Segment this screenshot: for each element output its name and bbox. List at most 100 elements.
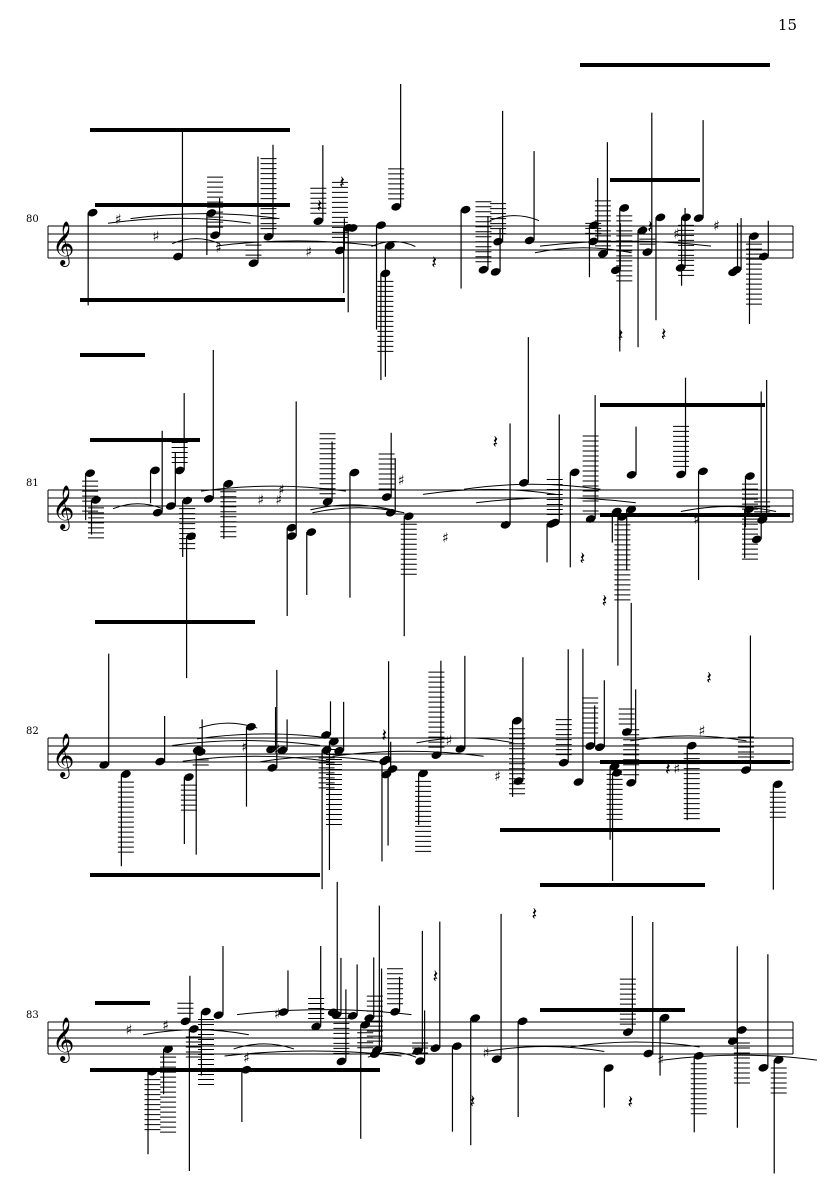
notehead — [195, 748, 206, 756]
notehead — [213, 1011, 224, 1019]
notehead — [643, 1049, 654, 1058]
notehead — [379, 757, 389, 766]
notehead — [470, 1014, 481, 1022]
notehead — [585, 515, 596, 523]
tie — [260, 756, 379, 763]
notehead — [757, 516, 768, 524]
notehead — [381, 770, 392, 779]
page-number: 15 — [777, 16, 797, 34]
notehead — [150, 466, 160, 475]
notehead — [360, 1020, 371, 1029]
treble-clef-icon: 𝄞 — [52, 733, 74, 779]
sharp-icon: ♯ — [494, 769, 501, 785]
notehead — [493, 237, 503, 246]
notehead — [728, 268, 738, 277]
rest-icon: 𝄽 — [706, 668, 712, 689]
notehead — [603, 1064, 614, 1072]
sharp-icon: ♯ — [673, 226, 680, 242]
notehead — [569, 468, 580, 477]
tie — [143, 1029, 249, 1036]
notehead — [391, 203, 402, 211]
tie — [534, 247, 632, 254]
notehead — [184, 773, 194, 781]
tie — [172, 740, 321, 747]
notehead — [612, 769, 622, 777]
rest-icon: 𝄽 — [381, 725, 387, 746]
notehead — [681, 213, 691, 222]
tie — [680, 506, 777, 513]
sharp-icon: ♯ — [215, 240, 222, 256]
rest-icon: 𝄽 — [470, 1091, 476, 1112]
notehead — [573, 778, 584, 786]
notehead — [403, 512, 414, 521]
rest-icon: 𝄽 — [431, 252, 437, 273]
sharp-icon: ♯ — [274, 1006, 281, 1022]
notehead — [203, 495, 214, 503]
notehead — [372, 1046, 382, 1054]
notehead — [91, 496, 101, 504]
tie — [198, 722, 258, 729]
tie — [570, 1041, 700, 1048]
tie — [476, 497, 636, 504]
sharp-icon: ♯ — [699, 724, 706, 740]
notehead — [611, 507, 622, 516]
notehead — [99, 761, 110, 769]
notehead — [415, 1057, 425, 1065]
notehead — [165, 502, 176, 510]
notehead — [626, 779, 637, 787]
notehead — [182, 496, 193, 505]
sharp-icon: ♯ — [442, 531, 449, 547]
notehead — [246, 723, 256, 731]
notehead — [758, 1063, 769, 1072]
rest-icon: 𝄽 — [647, 217, 653, 238]
notehead — [431, 751, 442, 759]
tie — [367, 1051, 417, 1058]
notehead — [201, 1007, 211, 1016]
rest-icon: 𝄽 — [602, 591, 608, 612]
rest-icon: 𝄽 — [580, 549, 586, 570]
tie — [200, 485, 346, 492]
notehead — [452, 1042, 462, 1050]
tie — [371, 241, 416, 247]
notehead — [517, 1017, 528, 1026]
sharp-icon: ♯ — [278, 482, 285, 498]
rest-icon: 𝄽 — [339, 172, 345, 193]
rest-icon: 𝄽 — [433, 966, 439, 987]
notehead — [147, 1067, 158, 1076]
notehead — [727, 1037, 738, 1045]
notehead — [313, 217, 324, 225]
sharp-icon: ♯ — [126, 1023, 133, 1039]
sharp-icon: ♯ — [305, 244, 312, 260]
rest-icon: 𝄽 — [317, 196, 323, 217]
notehead — [189, 1025, 199, 1033]
notehead — [524, 236, 535, 245]
notehead — [490, 268, 501, 276]
notehead — [698, 467, 708, 476]
notehead — [186, 532, 196, 541]
notehead — [286, 532, 297, 540]
notehead — [589, 221, 599, 230]
notehead — [749, 232, 759, 240]
tie — [310, 504, 393, 511]
notehead — [455, 745, 466, 753]
notehead — [87, 208, 98, 217]
notehead — [478, 265, 489, 274]
measure-number-82: 82 — [26, 726, 39, 737]
notehead — [642, 248, 653, 256]
notehead — [758, 252, 769, 261]
sharp-icon: ♯ — [673, 762, 680, 778]
notehead — [311, 1022, 322, 1031]
tie — [107, 217, 251, 224]
notehead — [626, 505, 637, 514]
notehead — [85, 469, 95, 477]
notehead — [223, 479, 234, 488]
notehead — [327, 1008, 338, 1017]
treble-clef-icon: 𝄞 — [52, 1017, 74, 1063]
sharp-icon: ♯ — [243, 1050, 250, 1066]
staff-lines — [47, 225, 794, 1055]
notehead — [549, 518, 560, 527]
notehead — [637, 226, 648, 235]
notehead — [512, 716, 522, 725]
tie — [630, 735, 747, 742]
